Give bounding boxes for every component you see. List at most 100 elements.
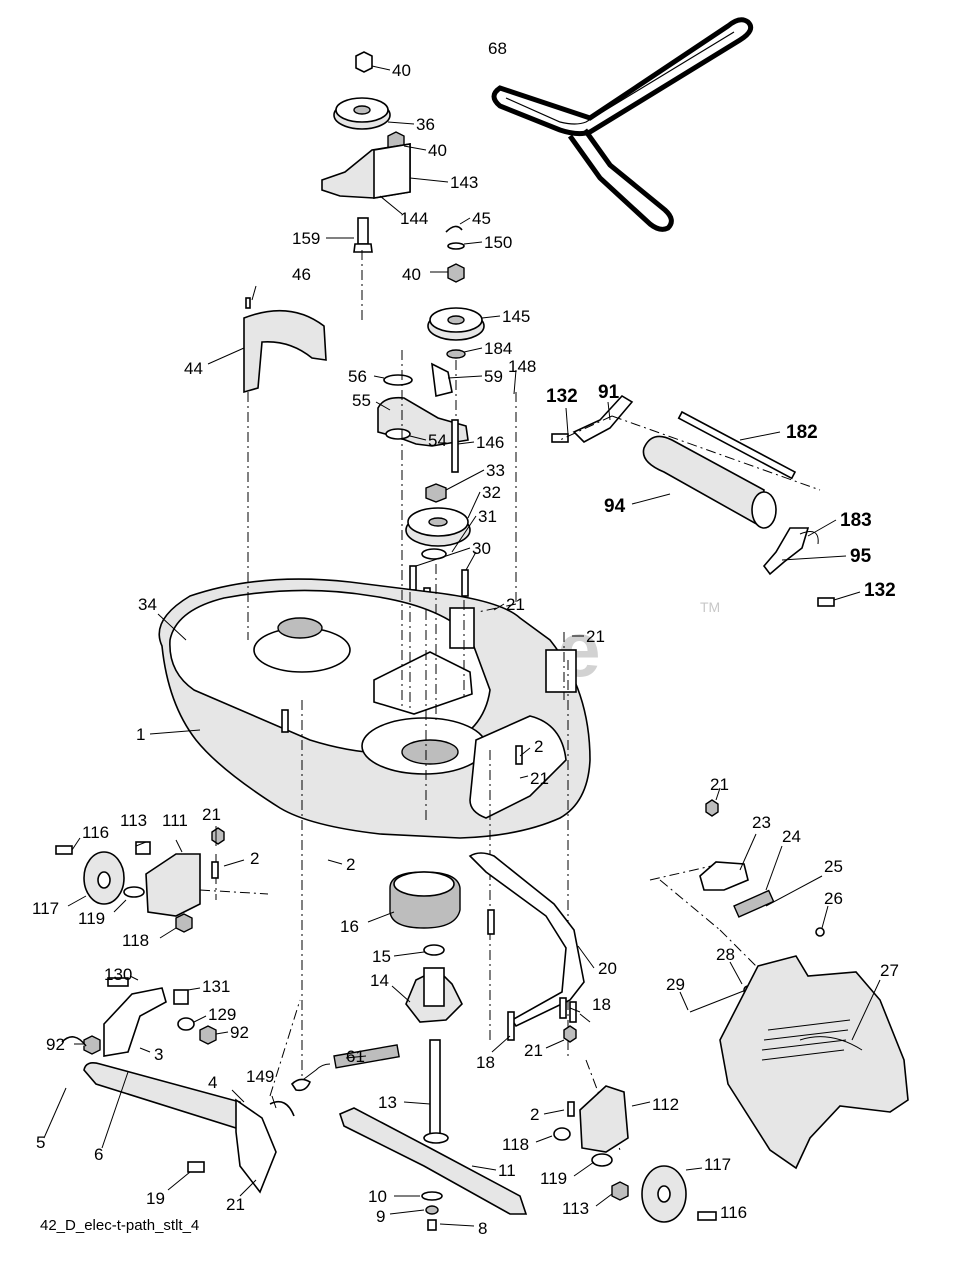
callout-118: 118 bbox=[122, 931, 149, 950]
belt-part[interactable] bbox=[491, 17, 754, 232]
front-gauge-wheel-right[interactable] bbox=[553, 1085, 717, 1223]
callout-68: 68 bbox=[488, 39, 507, 58]
callout-54: 54 bbox=[428, 431, 447, 450]
lift-arm[interactable] bbox=[468, 852, 585, 1043]
callout-55: 55 bbox=[352, 391, 371, 410]
callout-59: 59 bbox=[484, 367, 503, 386]
callout-113: 113 bbox=[120, 811, 147, 830]
callout-2: 2 bbox=[530, 1105, 539, 1124]
front-gauge-wheel-left[interactable] bbox=[55, 827, 225, 933]
callout-21: 21 bbox=[710, 775, 729, 794]
callout-8: 8 bbox=[478, 1219, 487, 1238]
callout-148: 148 bbox=[508, 357, 536, 376]
callout-129: 129 bbox=[208, 1005, 236, 1024]
callout-117: 117 bbox=[704, 1155, 731, 1174]
callout-28: 28 bbox=[716, 945, 735, 964]
callout-92: 92 bbox=[230, 1023, 249, 1042]
callout-13: 13 bbox=[378, 1093, 397, 1112]
callout-184: 184 bbox=[484, 339, 512, 358]
callout-2: 2 bbox=[250, 849, 259, 868]
anti-scalp-roller[interactable] bbox=[551, 394, 835, 607]
callout-116: 116 bbox=[82, 823, 109, 842]
callout-27: 27 bbox=[880, 961, 899, 980]
callout-46: 46 bbox=[292, 265, 311, 284]
discharge-chute[interactable] bbox=[719, 955, 909, 1170]
callout-11: 11 bbox=[498, 1161, 516, 1180]
diagram-code: 42_D_elec-t-path_stlt_4 bbox=[40, 1217, 199, 1234]
callout-91: 91 bbox=[598, 382, 620, 403]
callout-32: 32 bbox=[482, 483, 501, 502]
callout-21: 21 bbox=[530, 769, 549, 788]
callout-149: 149 bbox=[246, 1067, 274, 1086]
callout-44: 44 bbox=[184, 359, 203, 378]
callout-132: 132 bbox=[546, 386, 578, 407]
callout-40: 40 bbox=[428, 141, 447, 160]
callout-18: 18 bbox=[592, 995, 611, 1014]
callout-111: 111 bbox=[162, 811, 188, 830]
mower-deck[interactable] bbox=[158, 578, 591, 839]
callout-61: 61 bbox=[346, 1047, 365, 1066]
callout-159: 159 bbox=[292, 229, 320, 248]
callout-130: 130 bbox=[104, 965, 132, 984]
callout-36: 36 bbox=[416, 115, 435, 134]
belt-guard[interactable] bbox=[243, 297, 327, 394]
callout-15: 15 bbox=[372, 947, 391, 966]
callout-14: 14 bbox=[370, 971, 389, 990]
callout-23: 23 bbox=[752, 813, 771, 832]
callout-146: 146 bbox=[476, 433, 504, 452]
callout-33: 33 bbox=[486, 461, 505, 480]
callout-131: 131 bbox=[202, 977, 230, 996]
callout-24: 24 bbox=[782, 827, 801, 846]
callout-20: 20 bbox=[598, 959, 617, 978]
callout-56: 56 bbox=[348, 367, 367, 386]
assembly-centerlines bbox=[199, 250, 821, 1151]
callout-116: 116 bbox=[720, 1203, 747, 1222]
callout-21: 21 bbox=[524, 1041, 543, 1060]
callout-112: 112 bbox=[652, 1095, 679, 1114]
callout-26: 26 bbox=[824, 889, 843, 908]
callout-19: 19 bbox=[146, 1189, 165, 1208]
callout-182: 182 bbox=[786, 422, 818, 443]
callout-9: 9 bbox=[376, 1207, 385, 1226]
idler-pulley-upper[interactable] bbox=[321, 51, 411, 253]
callout-29: 29 bbox=[666, 975, 685, 994]
idler-arm-bracket[interactable] bbox=[377, 362, 469, 473]
callout-143: 143 bbox=[450, 173, 478, 192]
callout-183: 183 bbox=[840, 510, 872, 531]
callout-119: 119 bbox=[540, 1169, 567, 1188]
callout-21: 21 bbox=[226, 1195, 245, 1214]
callout-113: 113 bbox=[562, 1199, 589, 1218]
callout-31: 31 bbox=[478, 507, 497, 526]
callout-40: 40 bbox=[392, 61, 411, 80]
callout-25: 25 bbox=[824, 857, 843, 876]
callout-labels: 40 36 40 143 144 159 45 150 40 145 184 4… bbox=[32, 39, 899, 1238]
callout-117: 117 bbox=[32, 899, 59, 918]
discharge-chute-bracket[interactable] bbox=[689, 799, 825, 1013]
callout-2: 2 bbox=[534, 737, 543, 756]
callout-21: 21 bbox=[506, 595, 525, 614]
callout-45: 45 bbox=[472, 209, 491, 228]
callout-5: 5 bbox=[36, 1133, 45, 1152]
callout-144: 144 bbox=[400, 209, 428, 228]
callout-1: 1 bbox=[136, 725, 145, 744]
callout-118: 118 bbox=[502, 1135, 529, 1154]
callout-94: 94 bbox=[604, 496, 626, 517]
callout-10: 10 bbox=[368, 1187, 387, 1206]
callout-150: 150 bbox=[484, 233, 512, 252]
callout-21: 21 bbox=[586, 627, 605, 646]
deck-drive-pulley[interactable] bbox=[405, 483, 471, 611]
callout-145: 145 bbox=[502, 307, 530, 326]
leader-lines bbox=[43, 65, 881, 1227]
callout-34: 34 bbox=[138, 595, 157, 614]
callout-119: 119 bbox=[78, 909, 105, 928]
callout-40: 40 bbox=[402, 265, 421, 284]
callout-132: 132 bbox=[864, 580, 896, 601]
callout-92: 92 bbox=[46, 1035, 65, 1054]
extension-spring[interactable] bbox=[290, 1044, 400, 1092]
callout-95: 95 bbox=[850, 546, 872, 567]
callout-21: 21 bbox=[202, 805, 221, 824]
spindle-blade-assembly[interactable] bbox=[339, 871, 528, 1231]
watermark-trademark: TM bbox=[700, 599, 720, 615]
idler-pulley-lower[interactable] bbox=[427, 225, 485, 359]
